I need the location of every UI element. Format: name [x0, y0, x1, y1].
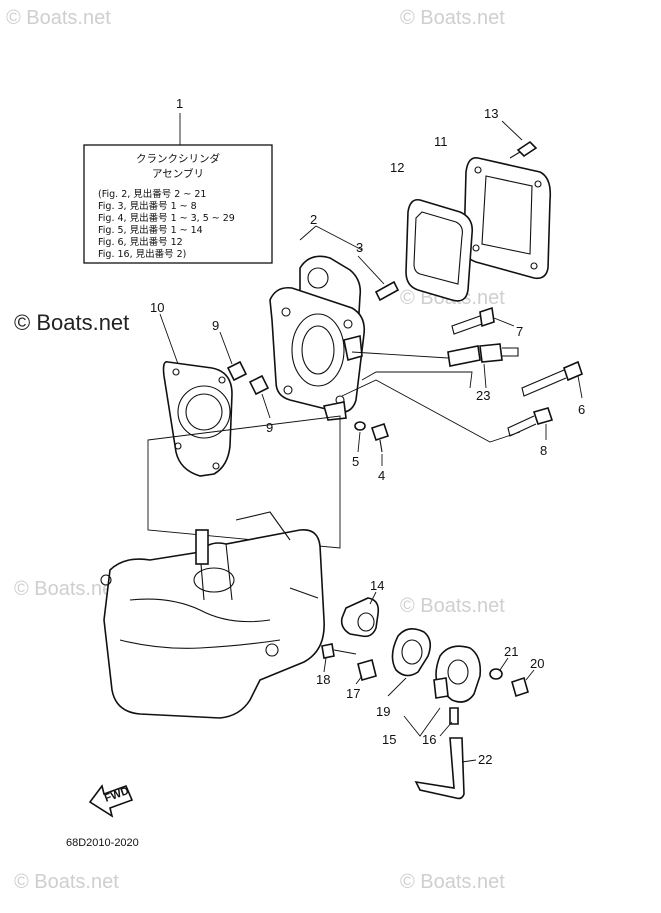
diagram-code: 68D2010-2020 — [66, 837, 139, 849]
box-title-line2: アセンブリ — [152, 167, 204, 180]
watermark-center-left: © Boats.net — [14, 310, 129, 335]
fwd-arrow-icon: FWD — [88, 784, 134, 818]
part-6-bolt — [521, 360, 583, 399]
callout-15: 15 — [382, 732, 396, 747]
reference-lines — [341, 371, 521, 443]
part-5-washer — [354, 421, 366, 453]
callout-6: 6 — [578, 402, 585, 417]
callout-7: 7 — [516, 324, 523, 339]
box-line: Fig. 16, 見出番号 2) — [98, 248, 186, 260]
callout-8: 8 — [540, 443, 547, 458]
part-20-bolt — [511, 669, 535, 698]
part-16-fitting — [439, 707, 459, 737]
box-line: Fig. 6, 見出番号 12 — [98, 236, 183, 248]
callout-9-lower: 9 — [266, 420, 273, 435]
callout-12: 12 — [390, 160, 404, 175]
watermark-bottom-left: © Boats.net — [14, 871, 119, 893]
part-3-dowel-pin — [357, 255, 400, 302]
assembly-info-box: クランクシリンダ アセンブリ (Fig. 2, 見出番号 2 ~ 21 Fig.… — [83, 113, 273, 264]
part-19-gasket — [387, 628, 432, 697]
callout-21: 21 — [504, 644, 518, 659]
callout-13: 13 — [484, 106, 498, 121]
part-7-bolt — [451, 306, 515, 335]
callout-3: 3 — [356, 240, 363, 255]
part-11-head-cover — [463, 156, 552, 280]
part-14-thermostat — [340, 591, 380, 638]
crankcase-block — [100, 511, 325, 719]
watermark-top-right: © Boats.net — [400, 7, 505, 29]
callout-9-upper: 9 — [212, 318, 219, 333]
watermarks: © Boats.net © Boats.net © Boats.net © Bo… — [6, 7, 505, 893]
part-8-bolt — [507, 407, 554, 440]
callout-22: 22 — [478, 752, 492, 767]
callout-1: 1 — [176, 96, 183, 111]
callout-23: 23 — [476, 388, 490, 403]
box-title-line1: クランクシリンダ — [136, 152, 220, 165]
callout-16: 16 — [422, 732, 436, 747]
leader-2 — [299, 225, 363, 251]
callout-2: 2 — [310, 212, 317, 227]
box-line: Fig. 3, 見出番号 1 ~ 8 — [98, 200, 197, 212]
part-12-cover-gasket — [405, 198, 474, 302]
part-22-hose — [414, 737, 477, 800]
callout-19: 19 — [376, 704, 390, 719]
callout-17: 17 — [346, 686, 360, 701]
callouts: 1 2 3 4 5 6 7 8 9 9 10 11 12 13 14 15 16… — [150, 96, 585, 767]
callout-20: 20 — [530, 656, 544, 671]
part-9-dowel-upper — [219, 331, 248, 382]
callout-14: 14 — [370, 578, 384, 593]
part-10-head-gasket — [159, 313, 233, 477]
callout-5: 5 — [352, 454, 359, 469]
watermark-top-left: © Boats.net — [6, 7, 111, 29]
watermark-lower-left: © Boats.net — [14, 578, 119, 600]
part-23-spark-plug — [351, 343, 519, 389]
part-9-dowel-lower — [248, 374, 271, 419]
box-line: Fig. 4, 見出番号 1 ~ 3, 5 ~ 29 — [98, 212, 235, 224]
part-15-thermostat-cover — [403, 645, 482, 737]
callout-10: 10 — [150, 300, 164, 315]
callout-4: 4 — [378, 468, 385, 483]
callout-11: 11 — [434, 134, 448, 149]
part-4-bolt — [370, 422, 390, 466]
part-13-bolt — [501, 120, 538, 159]
box-line: (Fig. 2, 見出番号 2 ~ 21 — [98, 188, 206, 200]
part-2-cylinder-head — [269, 255, 366, 421]
part-21-washer — [489, 657, 509, 680]
part-18-bolt — [321, 643, 357, 673]
part-17-collar — [355, 659, 377, 685]
callout-18: 18 — [316, 672, 330, 687]
watermark-bottom-right: © Boats.net — [400, 871, 505, 893]
alignment-frame — [147, 415, 341, 549]
watermark-lower-right: © Boats.net — [400, 595, 505, 617]
box-line: Fig. 5, 見出番号 1 ~ 14 — [98, 224, 203, 236]
